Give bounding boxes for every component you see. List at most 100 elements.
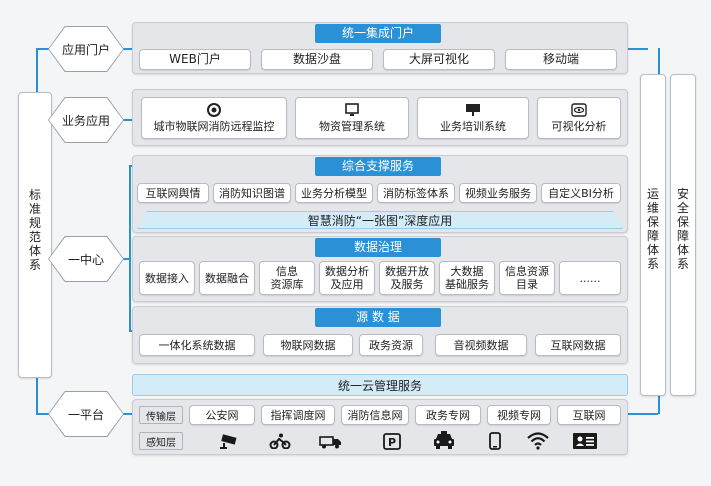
connector-bracket-top <box>129 165 133 167</box>
hex-label: 一中心 <box>67 252 104 267</box>
standards-char: 标 <box>28 188 41 202</box>
transport-item-dispatch[interactable]: 指挥调度网 <box>261 405 335 425</box>
transport-item-police[interactable]: 公安网 <box>189 405 255 425</box>
platform-panel: 传输层 公安网 指挥调度网 消防信息网 政务专网 视频专网 互联网 感知层 P <box>132 399 628 455</box>
business-item-remote-monitor[interactable]: 城市物联网消防远程监控 <box>141 97 287 139</box>
security-char: 保 <box>676 215 689 229</box>
gov-item-bigdata-base[interactable]: 大数据 基础服务 <box>439 261 495 295</box>
business-panel: 城市物联网消防远程监控 物资管理系统 业务培训系统 可视化分析 <box>132 89 628 146</box>
standards-char: 范 <box>28 230 41 244</box>
portal-item-mobile[interactable]: 移动端 <box>505 49 617 70</box>
support-item-public-opinion[interactable]: 互联网舆情 <box>137 183 209 203</box>
source-item-integrated[interactable]: 一体化系统数据 <box>139 334 255 356</box>
support-item-knowledge-graph[interactable]: 消防知识图谱 <box>213 183 291 203</box>
gov-item-data-access[interactable]: 数据接入 <box>139 261 195 295</box>
truck-icon <box>319 436 341 449</box>
gov-item-analysis-app[interactable]: 数据分析 及应用 <box>319 261 375 295</box>
connector-left-vertical <box>36 48 38 92</box>
business-item-label: 城市物联网消防远程监控 <box>153 120 275 133</box>
hex-label: 业务应用 <box>61 113 110 128</box>
source-item-iot[interactable]: 物联网数据 <box>263 334 353 356</box>
support-item-video-service[interactable]: 视频业务服务 <box>459 183 537 203</box>
connector-right-vertical-bottom <box>658 396 660 414</box>
business-item-training[interactable]: 业务培训系统 <box>417 97 529 139</box>
connector-hex1-panel <box>122 48 132 50</box>
connector-bracket-bottom <box>129 330 133 332</box>
svg-text:P: P <box>388 436 396 449</box>
business-item-label: 业务培训系统 <box>440 120 506 133</box>
connector-right-vertical-top <box>658 48 660 74</box>
connector-hex3-bracket <box>122 258 130 260</box>
business-item-label: 可视化分析 <box>551 120 607 133</box>
id-card-icon <box>573 433 597 449</box>
gov-item-more[interactable]: ...... <box>559 261 621 295</box>
portal-item-sandbox[interactable]: 数据沙盘 <box>261 49 373 70</box>
eye-icon <box>571 103 587 117</box>
portal-title: 统一集成门户 <box>315 24 441 43</box>
hex-label: 应用门户 <box>61 42 110 57</box>
business-item-visual-analysis[interactable]: 可视化分析 <box>537 97 621 139</box>
gov-item-info-repo[interactable]: 信息 资源库 <box>259 261 315 295</box>
source-item-internet[interactable]: 互联网数据 <box>535 334 621 356</box>
gov-item-data-fusion[interactable]: 数据融合 <box>199 261 255 295</box>
security-char: 体 <box>676 243 689 257</box>
alarm-icon <box>207 103 221 117</box>
source-item-gov-resource[interactable]: 政务资源 <box>359 334 423 356</box>
connector-hex2-panel <box>122 119 132 121</box>
governance-title: 数据治理 <box>315 238 441 257</box>
transport-item-gov-net[interactable]: 政务专网 <box>415 405 481 425</box>
support-item-analysis-model[interactable]: 业务分析模型 <box>295 183 373 203</box>
security-char: 安 <box>676 187 689 201</box>
portal-item-bigscreen[interactable]: 大屏可视化 <box>383 49 495 70</box>
wifi-icon <box>527 432 549 450</box>
monitor-icon <box>345 103 359 116</box>
portal-panel: 统一集成门户 WEB门户 数据沙盘 大屏可视化 移动端 <box>132 22 628 74</box>
source-title: 源 数 据 <box>315 308 441 327</box>
ops-char: 维 <box>646 201 659 215</box>
support-title: 综合支撑服务 <box>315 157 441 176</box>
connector-left-vertical-bottom <box>36 378 38 414</box>
hex-one-center: 一中心 <box>49 237 123 281</box>
gov-item-open-service[interactable]: 数据开放 及服务 <box>379 261 435 295</box>
transport-item-internet[interactable]: 互联网 <box>557 405 621 425</box>
support-banner: 智慧消防“一张图”深度应用 <box>137 211 623 229</box>
support-panel: 综合支撑服务 互联网舆情 消防知识图谱 业务分析模型 消防标签体系 视频业务服务… <box>132 155 628 233</box>
connector-center-bracket <box>129 165 131 331</box>
hex-label: 一平台 <box>67 407 104 422</box>
security-column: 安 全 保 障 体 系 <box>670 74 696 396</box>
support-item-custom-bi[interactable]: 自定义BI分析 <box>541 183 621 203</box>
governance-panel: 数据治理 数据接入 数据融合 信息 资源库 数据分析 及应用 数据开放 及服务 … <box>132 236 628 302</box>
sense-layer-label: 感知层 <box>139 432 183 450</box>
ops-maintenance-column: 运 维 保 障 体 系 <box>640 74 666 396</box>
connector-hex4-panel <box>122 413 132 415</box>
ops-char: 运 <box>646 187 659 201</box>
transport-item-video-net[interactable]: 视频专网 <box>487 405 551 425</box>
ops-char: 障 <box>646 229 659 243</box>
hex-business-app: 业务应用 <box>49 98 123 142</box>
security-char: 障 <box>676 229 689 243</box>
transport-item-fire-info[interactable]: 消防信息网 <box>341 405 409 425</box>
ops-char: 体 <box>646 243 659 257</box>
presentation-icon <box>466 104 480 116</box>
hex-app-portal: 应用门户 <box>49 27 123 71</box>
platform-title: 统一云管理服务 <box>132 374 628 396</box>
security-char: 全 <box>676 201 689 215</box>
standards-char: 体 <box>28 244 41 258</box>
connector-right-bottom <box>628 413 658 415</box>
camera-icon <box>220 434 237 449</box>
connector-right-top <box>628 48 648 50</box>
parking-icon: P <box>383 433 401 450</box>
phone-icon <box>489 432 501 450</box>
business-item-label: 物资管理系统 <box>319 120 385 133</box>
support-item-tag-system[interactable]: 消防标签体系 <box>377 183 455 203</box>
business-item-materials[interactable]: 物资管理系统 <box>295 97 409 139</box>
source-panel: 源 数 据 一体化系统数据 物联网数据 政务资源 音视频数据 互联网数据 <box>132 306 628 364</box>
ops-char: 系 <box>646 257 659 271</box>
cyclist-icon <box>269 433 291 449</box>
gov-item-info-catalog[interactable]: 信息资源 目录 <box>499 261 555 295</box>
ops-char: 保 <box>646 215 659 229</box>
standards-char: 准 <box>28 202 41 216</box>
hex-one-platform: 一平台 <box>49 392 123 436</box>
source-item-av[interactable]: 音视频数据 <box>435 334 527 356</box>
portal-item-web[interactable]: WEB门户 <box>139 49 251 70</box>
